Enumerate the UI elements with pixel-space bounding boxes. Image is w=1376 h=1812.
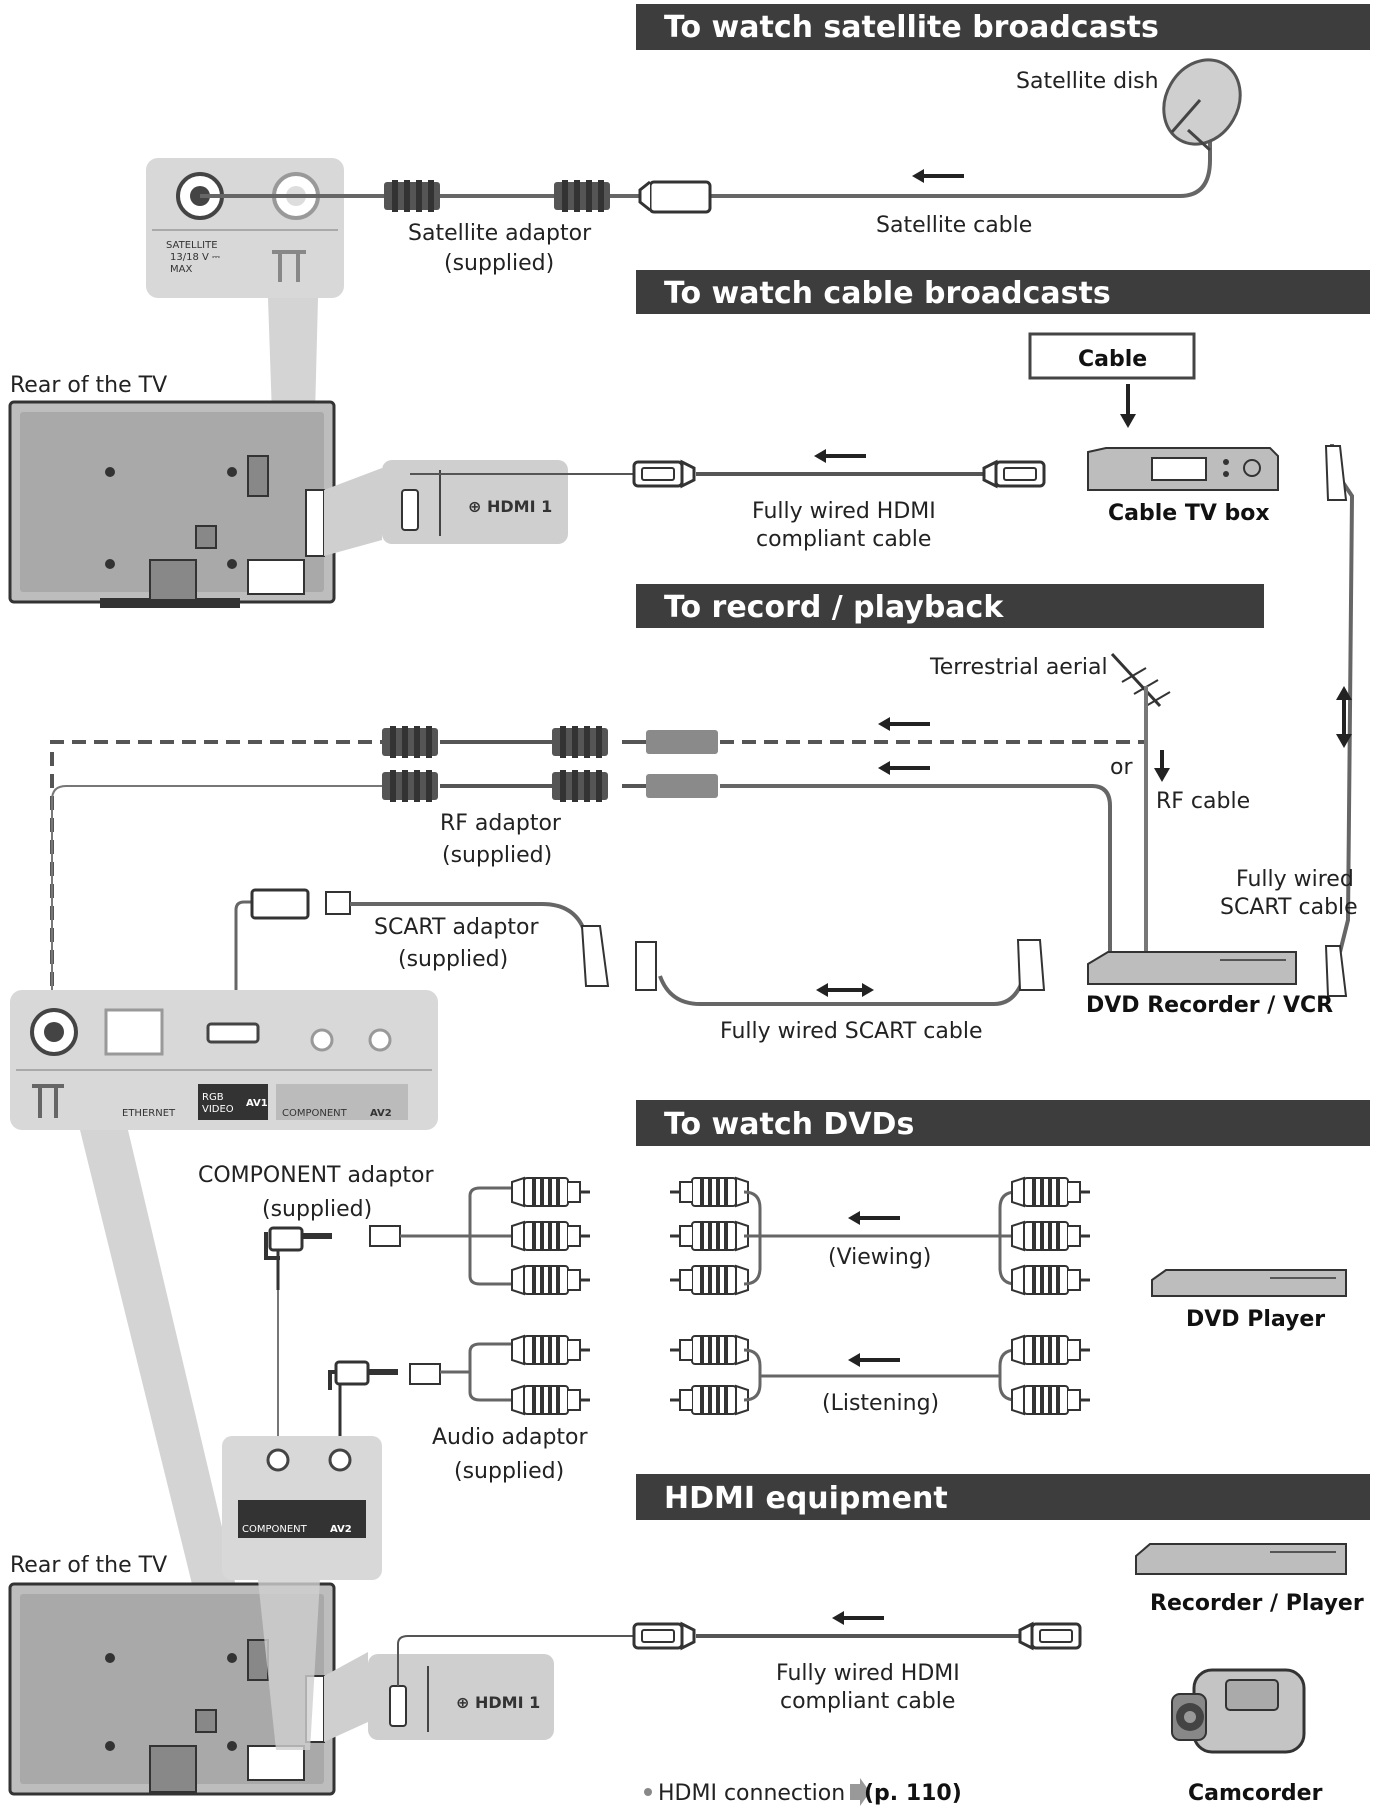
label-hdmi-cable-1: Fully wired HDMI	[752, 499, 936, 524]
label-dvd-player: DVD Player	[1186, 1307, 1325, 1332]
label-hdmi-cable-2: compliant cable	[756, 527, 931, 552]
svg-text:AV2: AV2	[330, 1524, 352, 1535]
arrow-icon	[812, 447, 868, 465]
arrow-icon	[830, 1609, 886, 1627]
svg-text:HDMI connection: HDMI connection	[658, 1781, 845, 1806]
audio-adaptor	[328, 1342, 520, 1440]
label-rf-adaptor: RF adaptor	[440, 811, 562, 836]
cable-source-box: Cable	[1028, 332, 1196, 428]
label-terrestrial-aerial: Terrestrial aerial	[929, 655, 1108, 680]
label-viewing: (Viewing)	[828, 1245, 931, 1270]
label-rear-of-tv-top: Rear of the TV	[10, 373, 167, 398]
hdmi-connection-note: HDMI connection (p. 110)	[644, 1778, 962, 1806]
label-satellite-cable: Satellite cable	[876, 213, 1032, 238]
label-satellite-adaptor: Satellite adaptor	[408, 221, 592, 246]
camcorder-icon	[1171, 1668, 1306, 1754]
svg-text:13/18 V ⎓: 13/18 V ⎓	[170, 252, 220, 263]
label-component-supplied: (supplied)	[262, 1197, 372, 1222]
svg-text:To watch DVDs: To watch DVDs	[664, 1107, 914, 1142]
svg-text:MAX: MAX	[170, 264, 192, 275]
svg-text:AV1: AV1	[246, 1098, 268, 1109]
label-scart-supplied: (supplied)	[398, 947, 508, 972]
label-recorder-player: Recorder / Player	[1150, 1591, 1364, 1616]
scart-adaptor-cable	[234, 888, 1046, 1020]
arrow-icon	[816, 983, 874, 997]
recorder-player-icon	[1135, 1543, 1347, 1575]
label-scart-adaptor: SCART adaptor	[374, 915, 539, 940]
label-scart-cable: SCART cable	[1220, 895, 1358, 920]
svg-text:AV2: AV2	[370, 1108, 392, 1119]
zoom-beam	[80, 1130, 270, 1730]
svg-text:HDMI equipment: HDMI equipment	[664, 1481, 948, 1516]
arrow-icon	[1154, 750, 1170, 782]
header-satellite: To watch satellite broadcasts	[636, 4, 1370, 50]
hdmi-cable-top	[410, 460, 1046, 488]
label-component-adaptor: COMPONENT adaptor	[198, 1163, 434, 1188]
label-or: or	[1110, 755, 1133, 780]
hdmi1-panel-top: ⊕ HDMI 1	[324, 460, 568, 556]
cable-tv-box-icon	[1087, 447, 1279, 491]
audio-plugs	[510, 1334, 1092, 1416]
tv-rear-bottom	[8, 1582, 336, 1796]
label-audio-adaptor: Audio adaptor	[432, 1425, 589, 1450]
arrow-icon	[846, 1209, 902, 1227]
arrow-icon	[876, 759, 932, 777]
zoom-beam	[258, 1580, 320, 1750]
header-hdmi: HDMI equipment	[636, 1474, 1370, 1520]
component-terminal-panel: COMPONENT AV2	[222, 1436, 382, 1580]
label-dvd-recorder: DVD Recorder / VCR	[1086, 993, 1333, 1018]
f-connector	[638, 180, 712, 214]
tv-terminal-panel: ETHERNET RGB VIDEO AV1 COMPONENT AV2	[10, 990, 438, 1130]
arrow-icon	[846, 1351, 902, 1369]
label-rear-of-tv-bottom: Rear of the TV	[10, 1553, 167, 1578]
svg-text:COMPONENT: COMPONENT	[282, 1108, 348, 1119]
tv-rear-top	[8, 400, 336, 608]
svg-text:To watch cable broadcasts: To watch cable broadcasts	[664, 276, 1111, 311]
header-dvd: To watch DVDs	[636, 1100, 1370, 1146]
header-record: To record / playback	[636, 584, 1264, 628]
label-audio-supplied: (supplied)	[454, 1459, 564, 1484]
hdmi1-panel-bottom: ⊕ HDMI 1	[324, 1652, 554, 1742]
arrow-icon	[876, 715, 932, 733]
label-cable-tv-box: Cable TV box	[1108, 501, 1270, 526]
svg-text:To record / playback: To record / playback	[664, 590, 1004, 625]
terrestrial-aerial-icon	[1110, 652, 1171, 970]
svg-text:To watch satellite broadcasts: To watch satellite broadcasts	[664, 10, 1159, 45]
label-camcorder: Camcorder	[1188, 1781, 1323, 1806]
dvd-recorder-icon	[1087, 951, 1297, 985]
svg-text:RGB: RGB	[202, 1092, 224, 1103]
svg-text:ETHERNET: ETHERNET	[122, 1108, 176, 1119]
label-fully-wired: Fully wired	[1236, 867, 1354, 892]
satellite-terminal-panel: SATELLITE 13/18 V ⎓ MAX	[146, 158, 344, 298]
label-supplied: (supplied)	[444, 251, 554, 276]
svg-text:VIDEO: VIDEO	[202, 1104, 234, 1115]
svg-text:COMPONENT: COMPONENT	[242, 1524, 308, 1535]
svg-text:⊕ HDMI 1: ⊕ HDMI 1	[468, 497, 552, 516]
label-rf-supplied: (supplied)	[442, 843, 552, 868]
arrow-icon	[910, 167, 966, 185]
component-plugs-right	[1010, 1176, 1092, 1296]
label-satellite-dish: Satellite dish	[1016, 69, 1159, 94]
header-cable: To watch cable broadcasts	[636, 270, 1370, 314]
svg-text:⊕ HDMI 1: ⊕ HDMI 1	[456, 1693, 540, 1712]
right-scart-cable	[1324, 444, 1355, 997]
hdmi-cable-bottom	[397, 1622, 1082, 1686]
svg-text:SATELLITE: SATELLITE	[166, 240, 218, 251]
svg-text:Cable: Cable	[1078, 347, 1147, 372]
dvd-player-icon	[1151, 1269, 1347, 1297]
label-rf-cable: RF cable	[1156, 789, 1250, 814]
rf-cable-solid	[51, 770, 1112, 1030]
label-hdmi-cable-bottom-2: compliant cable	[780, 1689, 955, 1714]
satellite-dish-icon	[1162, 58, 1242, 152]
label-listening: (Listening)	[822, 1391, 939, 1416]
svg-text:(p. 110): (p. 110)	[864, 1781, 962, 1806]
label-fully-wired-scart: Fully wired SCART cable	[720, 1019, 982, 1044]
component-plugs-left	[510, 1176, 1017, 1296]
label-hdmi-cable-bottom-1: Fully wired HDMI	[776, 1661, 960, 1686]
component-adaptor	[264, 1186, 520, 1440]
